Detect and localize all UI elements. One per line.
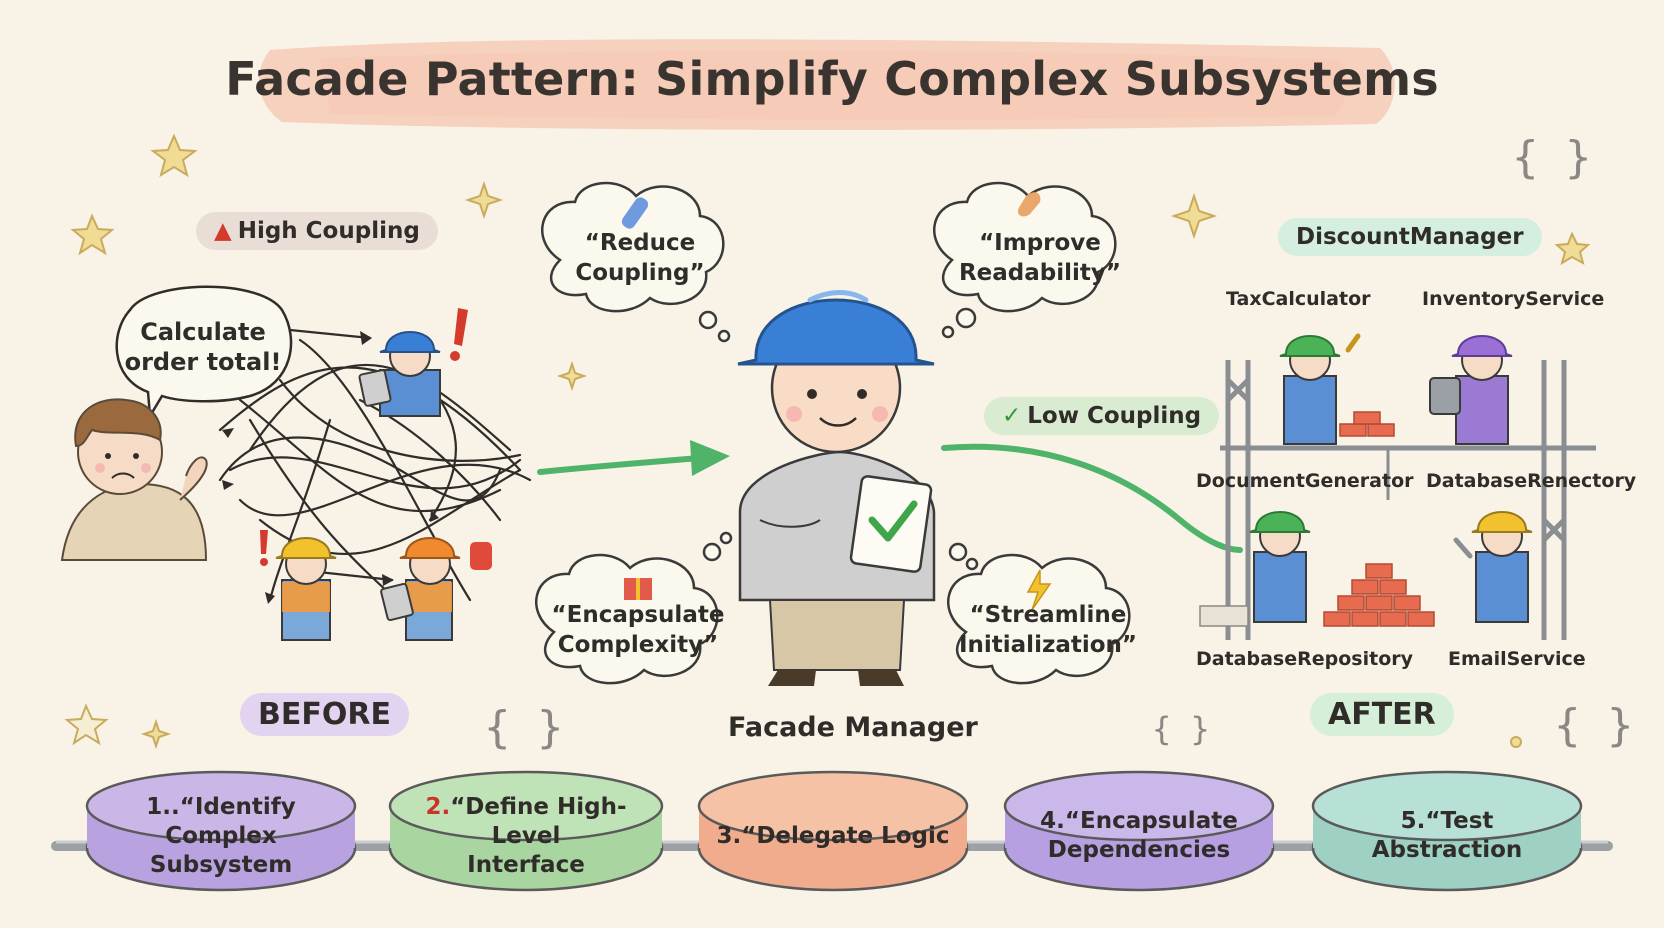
discount-manager-label: DiscountManager (1278, 218, 1542, 256)
client-speech: Calculate order total! (118, 296, 288, 398)
wrench-icon (621, 197, 649, 229)
worker-yellow-helmet (275, 537, 337, 641)
title-highlight (258, 39, 1395, 130)
worker-green-document (1199, 511, 1311, 627)
step-line: Abstraction (1371, 837, 1523, 863)
speech-line-1: Calculate (140, 318, 266, 346)
inventory-service-label: InventoryService (1422, 288, 1605, 310)
worker-orange-helmet (380, 537, 461, 641)
step-number: 2. (425, 793, 451, 820)
wrench-icon-email (1453, 537, 1473, 559)
cloud-line: Coupling” (575, 260, 705, 286)
scaffolding (1220, 360, 1596, 640)
high-coupling-badge: ▲High Coupling (196, 212, 438, 250)
cloud-line: “Streamline (969, 602, 1127, 628)
document-generator-label: DocumentGenerator (1196, 470, 1414, 492)
step-number: 1.. (146, 793, 180, 820)
email-service-label: EmailService (1448, 648, 1586, 670)
cloud-line: Complexity” (557, 632, 719, 658)
check-icon: ✓ (1002, 403, 1022, 429)
exclamation-icons (260, 308, 492, 570)
checkmark-icon (868, 500, 918, 542)
step-number: 3. (716, 822, 742, 849)
facade-manager-label: Facade Manager (728, 712, 978, 743)
low-coupling-label: Low Coupling (1027, 403, 1202, 429)
brush-icon (1017, 192, 1041, 217)
warning-icon: ▲ (214, 218, 232, 244)
code-brace-icon: { } (484, 702, 564, 753)
code-brace-icon: { } (1512, 132, 1592, 183)
code-brace-icon: { } (1554, 700, 1634, 751)
arrowheads (222, 331, 439, 604)
worker-green-tax (1279, 333, 1361, 445)
code-brace-icon: { } (1152, 710, 1210, 748)
cloud-line: Readability” (958, 260, 1122, 286)
database-repository-label: DatabaseRepository (1196, 648, 1413, 670)
step-line: “Identify Complex (165, 793, 296, 849)
thought-clouds (535, 181, 1131, 685)
step-drums (85, 770, 1583, 892)
after-tag: AFTER (1310, 693, 1454, 736)
speech-line-2: order total! (124, 348, 282, 376)
step-line: Dependencies (1047, 837, 1231, 863)
lightning-icon (1026, 569, 1052, 611)
step-line: Subsystem (149, 851, 293, 878)
low-coupling-connector (941, 443, 1243, 553)
arrow-to-facade-icon (537, 455, 703, 475)
step-line: “Delegate Logic (741, 822, 950, 849)
worker-blue-helmet (358, 331, 441, 417)
worker-yellow-email (1453, 511, 1533, 623)
step-3: 3.“Delegate Logic (702, 790, 964, 882)
speech-bubble (115, 285, 293, 420)
wrench-icon-tax (1345, 333, 1361, 353)
low-coupling-badge: ✓Low Coupling (984, 397, 1220, 435)
tax-calculator-label: TaxCalculator (1226, 288, 1371, 310)
database-repository-top-label: DatabaseRenectory (1426, 470, 1637, 492)
facade-manager-figure (737, 290, 936, 686)
step-line: Interface (467, 851, 585, 878)
step-line: “Encapsulate (1064, 808, 1238, 834)
decorative-stars (64, 133, 1591, 750)
cloud-line: “Encapsulate (551, 602, 725, 628)
clipboard-icon (849, 475, 933, 573)
brick-stack (1323, 411, 1435, 627)
page-title: Facade Pattern: Simplify Complex Subsyst… (225, 52, 1439, 106)
step-number: 4. (1040, 808, 1065, 834)
step-line: “Define High-Level (450, 793, 627, 849)
step-line: “Test (1425, 808, 1494, 834)
worker-purple-inventory (1429, 335, 1513, 445)
cloud-line: Initialization” (958, 632, 1138, 658)
cloud-line: “Improve (979, 230, 1101, 256)
before-tag: BEFORE (240, 693, 409, 736)
cloud-icons (621, 192, 1052, 611)
cloud-line: “Reduce (584, 230, 696, 256)
confused-client (60, 398, 208, 561)
high-coupling-label: High Coupling (237, 218, 420, 244)
step-number: 5. (1400, 808, 1426, 834)
